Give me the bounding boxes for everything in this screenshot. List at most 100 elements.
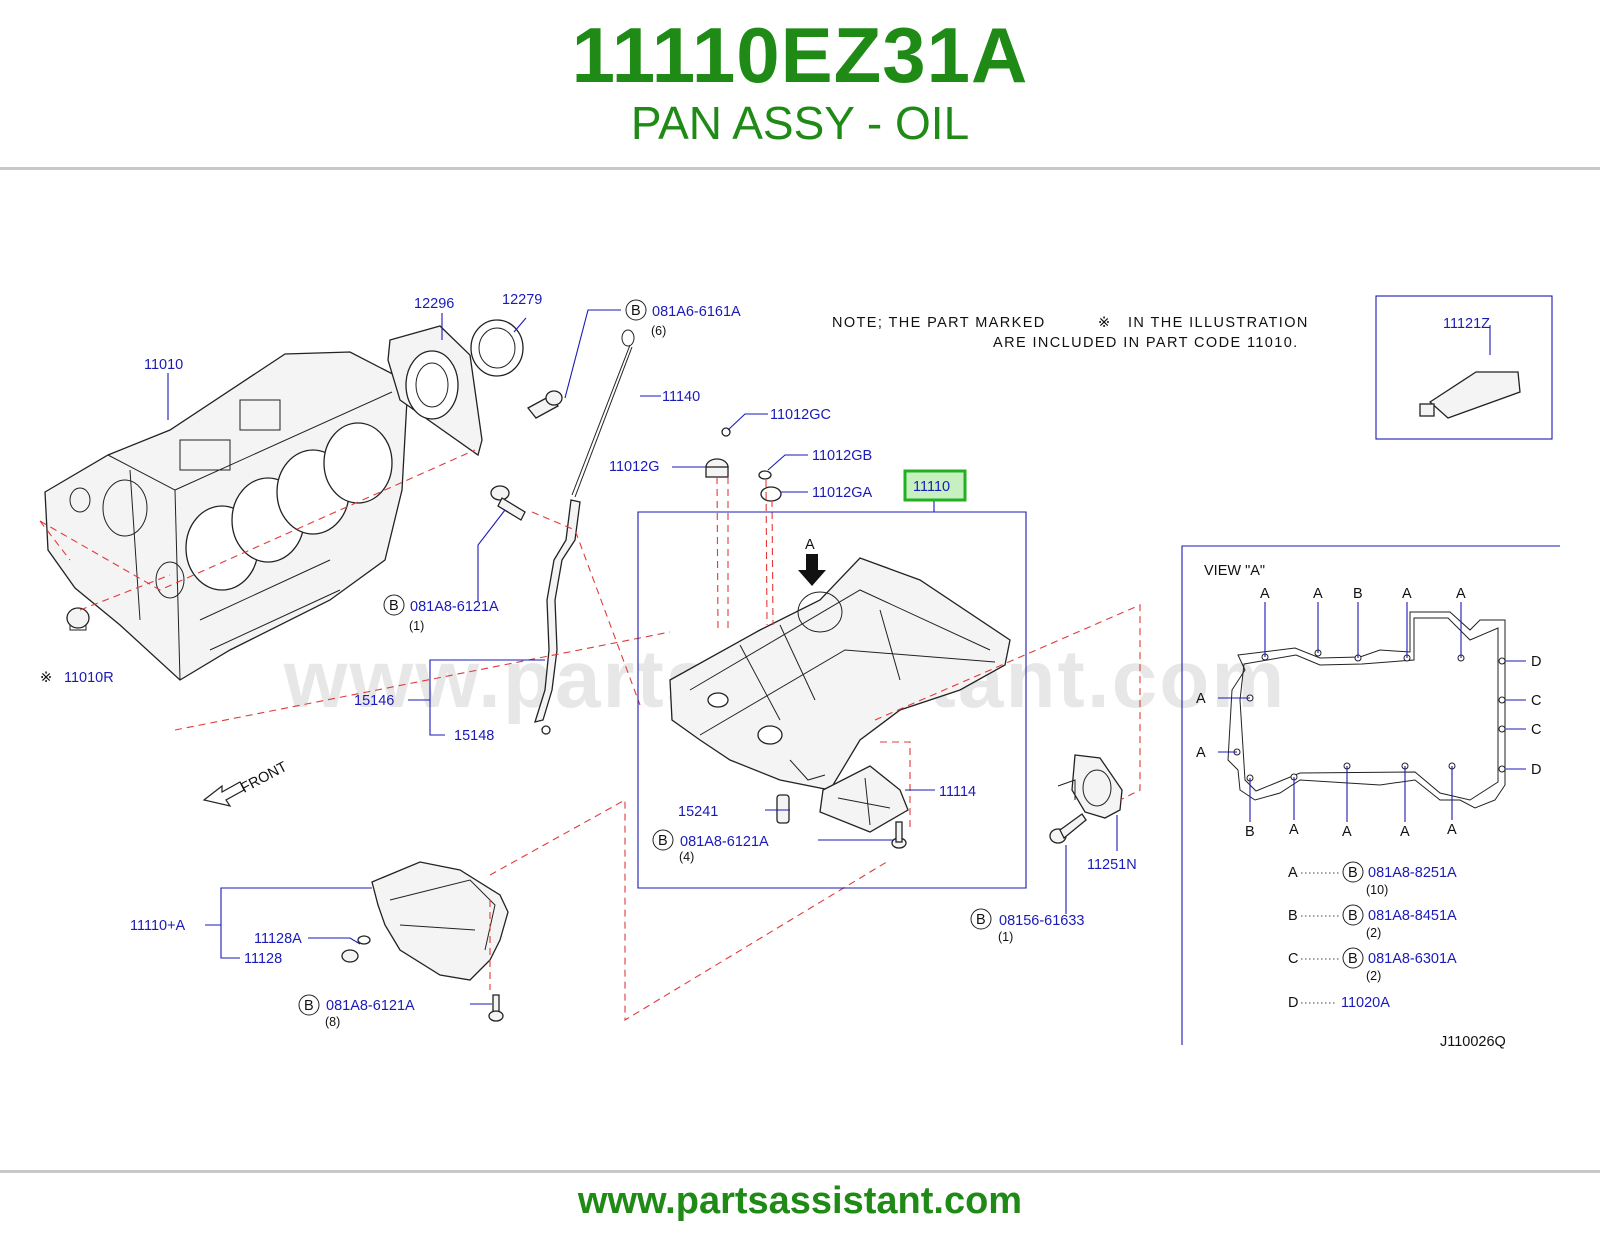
bolt-marker-b: B xyxy=(304,998,314,1014)
legend-qty: (2) xyxy=(1366,969,1381,983)
legend-qty: (10) xyxy=(1366,883,1388,897)
pipe-15241-illustration xyxy=(776,794,790,824)
part-name-subtitle: PAN ASSY - OIL xyxy=(630,97,970,149)
oil-filler-plug-and-washers-illustration xyxy=(705,427,782,502)
bolt-marker-b: B xyxy=(389,598,399,614)
label-081a8-6121a-middle: 081A8-6121A xyxy=(680,834,769,850)
callout-labels: 11010 12296 12279 B 081A6-6161A (6) 1114… xyxy=(40,292,1490,1029)
label-11110-a: 11110+A xyxy=(130,918,186,934)
bolt-marker-b: B xyxy=(1348,951,1358,967)
qty-081a8-6121a-lower: (8) xyxy=(325,1015,340,1029)
label-11012gb: 11012GB xyxy=(812,448,872,464)
note-line2: ARE INCLUDED IN PART CODE 11010. xyxy=(993,335,1299,351)
assembly-guide-lines xyxy=(39,449,1141,1021)
lower-oil-pan-illustration xyxy=(371,861,509,981)
view-a-panel: VIEW "A" A A B A A D C C D A A B A A A A xyxy=(1181,545,1560,1050)
engine-block-illustration xyxy=(44,351,409,681)
legend-key: A xyxy=(1288,865,1298,881)
note-line1-b: IN THE ILLUSTRATION xyxy=(1128,315,1309,331)
front-label: FRONT xyxy=(238,759,290,797)
view-a-top-letter: A xyxy=(1313,586,1323,602)
drawing-code: J110026Q xyxy=(1440,1034,1506,1050)
legend-code: 081A8-6301A xyxy=(1368,951,1457,967)
bolt-marker-circle xyxy=(625,299,647,321)
part-number-title: 11110EZ31A xyxy=(571,11,1029,99)
qty-08156-61633: (1) xyxy=(998,930,1013,944)
qty-081a8-6121a-middle: (4) xyxy=(679,850,694,864)
label-11251n: 11251N xyxy=(1087,857,1137,873)
label-081a8-6121a-lower: 081A8-6121A xyxy=(326,998,415,1014)
label-081a8-6121a-upper: 081A8-6121A xyxy=(410,599,499,615)
label-15241: 15241 xyxy=(678,804,718,820)
legend-code: 081A8-8451A xyxy=(1368,908,1457,924)
footer-divider xyxy=(0,1170,1600,1173)
label-11128a: 11128A xyxy=(254,931,302,947)
bolt-081a8-6121a-lower-illustration xyxy=(488,994,504,1022)
legend-code: 11020A xyxy=(1341,995,1390,1011)
callout-leader-lines xyxy=(167,309,1491,1005)
bolt-marker-circle xyxy=(383,594,405,616)
legend-key: C xyxy=(1288,951,1298,967)
label-11114: 11114 xyxy=(939,784,976,800)
view-a-bottom-letter: A xyxy=(1400,824,1410,840)
highlighted-part-box xyxy=(903,469,967,502)
view-a-left-letter: A xyxy=(1196,691,1206,707)
label-11128: 11128 xyxy=(244,951,282,967)
bolt-marker-b: B xyxy=(631,303,641,319)
bolt-081a8-6121a-upper-illustration xyxy=(490,485,526,521)
view-a-top-letter: A xyxy=(1402,586,1412,602)
legend-code: 081A8-8251A xyxy=(1368,865,1457,881)
parts-diagram: www.partsassistant.com xyxy=(39,292,1560,1050)
cover-11251n-illustration xyxy=(1057,754,1123,819)
rear-oil-seal-retainer-illustration xyxy=(387,325,483,457)
rear-oil-seal-illustration xyxy=(470,319,524,377)
label-11140: 11140 xyxy=(662,389,700,405)
label-11010r: 11010R xyxy=(64,670,114,686)
legend-key: D xyxy=(1288,995,1298,1011)
view-a-bottom-letter: B xyxy=(1245,824,1255,840)
upper-oil-pan-illustration xyxy=(669,557,1011,791)
label-11110-highlighted: 11110 xyxy=(913,479,950,495)
footer-website-link[interactable]: www.partsassistant.com xyxy=(577,1180,1023,1222)
legend-qty: (2) xyxy=(1366,926,1381,940)
page-header: 11110EZ31A PAN ASSY - OIL xyxy=(0,0,1600,168)
view-a-bottom-letter: A xyxy=(1447,822,1457,838)
bolt-081a8-6121a-middle-illustration xyxy=(891,821,907,849)
bolt-08156-61633-illustration xyxy=(1049,813,1087,844)
bolt-marker-circle xyxy=(652,829,674,851)
label-12296: 12296 xyxy=(414,296,454,312)
note-line1-a: NOTE; THE PART MARKED xyxy=(832,315,1046,331)
bolt-marker-b: B xyxy=(976,912,986,928)
label-081a6-6161a: 081A6-6161A xyxy=(652,304,741,320)
view-a-bottom-letter: A xyxy=(1342,824,1352,840)
dipstick-and-tube-illustration xyxy=(534,329,635,735)
illustration-note: NOTE; THE PART MARKED ※ IN THE ILLUSTRAT… xyxy=(832,315,1309,351)
label-15148: 15148 xyxy=(454,728,494,744)
front-direction-arrow xyxy=(202,781,245,807)
view-a-right-letter: D xyxy=(1531,654,1541,670)
label-11121z: 11121Z xyxy=(1443,316,1490,332)
label-12279: 12279 xyxy=(502,292,542,308)
bolt-marker-circle xyxy=(298,994,320,1016)
bolt-marker-b: B xyxy=(1348,908,1358,924)
label-11012g: 11012G xyxy=(609,459,660,475)
header-divider xyxy=(0,167,1600,170)
drain-plug-11128-illustration xyxy=(341,935,371,963)
label-11010: 11010 xyxy=(144,357,183,373)
view-a-arrow-label: A xyxy=(805,537,815,553)
view-a-top-letter: A xyxy=(1260,586,1270,602)
view-a-legend: A B 081A8-8251A (10) B B 081A8-8451A (2)… xyxy=(1288,861,1457,1011)
label-11012gc: 11012GC xyxy=(770,407,831,423)
view-a-right-letter: D xyxy=(1531,762,1541,778)
label-11012ga: 11012GA xyxy=(812,485,873,501)
view-a-right-letter: C xyxy=(1531,722,1541,738)
legend-key: B xyxy=(1288,908,1298,924)
view-a-bottom-letter: A xyxy=(1289,822,1299,838)
qty-081a6-6161a: (6) xyxy=(651,324,666,338)
view-a-title: VIEW "A" xyxy=(1204,563,1265,579)
view-a-top-letter: A xyxy=(1456,586,1466,602)
qty-081a8-6121a-upper: (1) xyxy=(409,619,424,633)
view-a-right-letter: C xyxy=(1531,693,1541,709)
mark-symbol: ※ xyxy=(40,670,52,686)
view-a-left-letter: A xyxy=(1196,745,1206,761)
